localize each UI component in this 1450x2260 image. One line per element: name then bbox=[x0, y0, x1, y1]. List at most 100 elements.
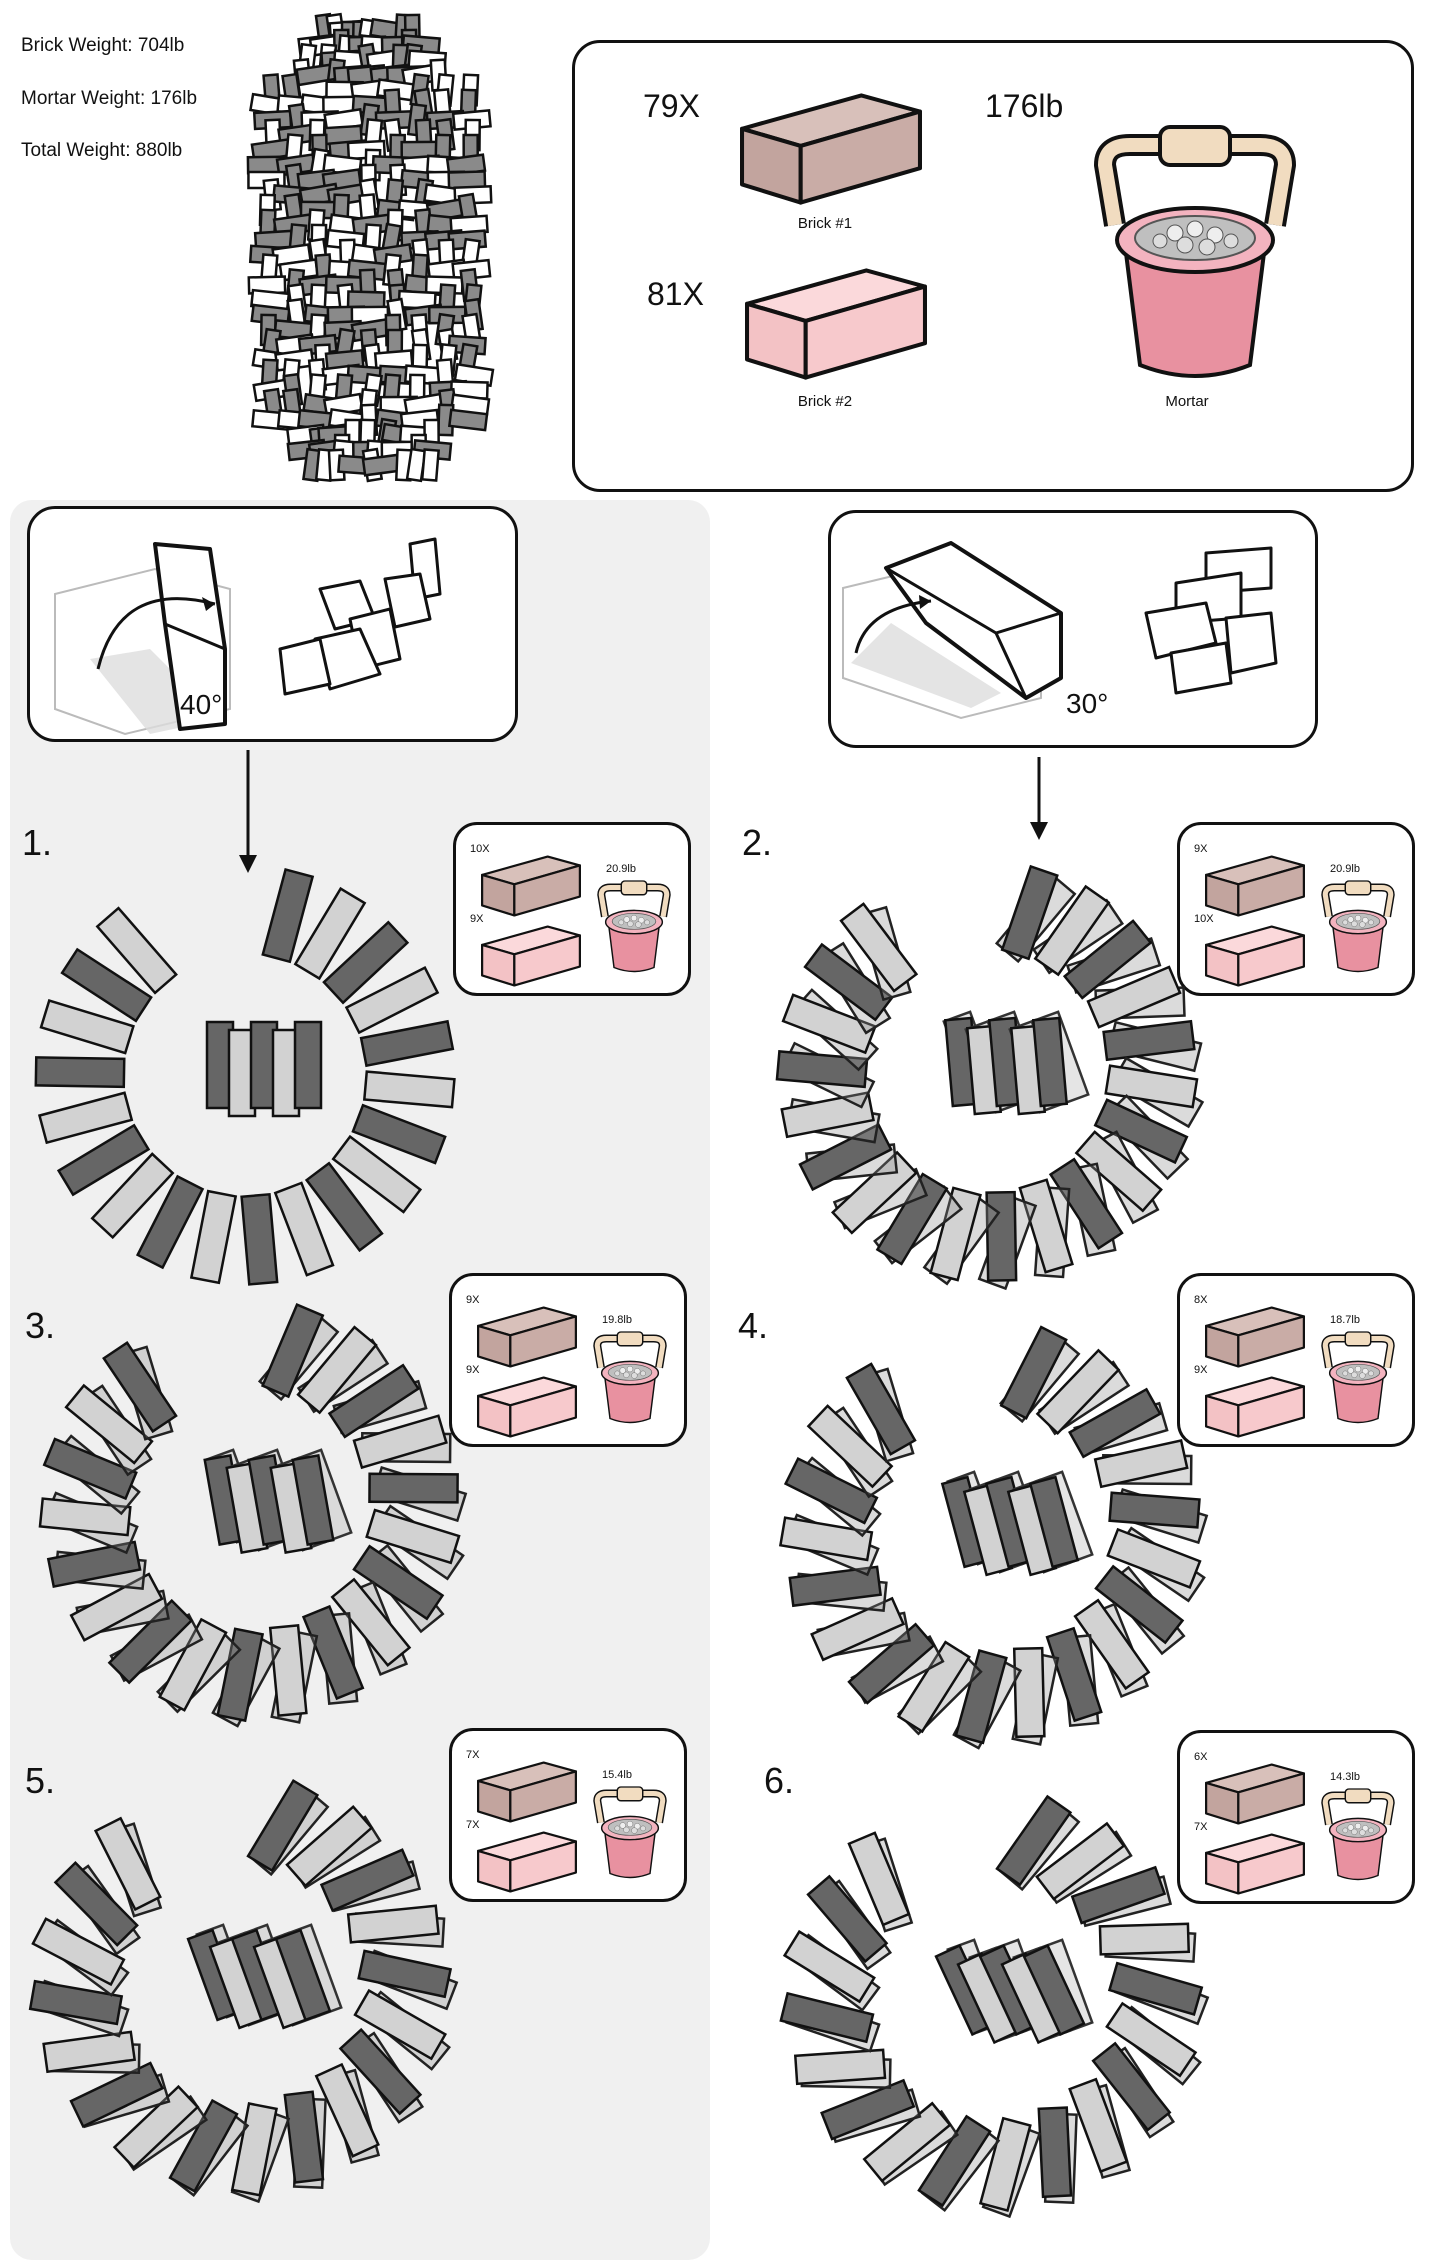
ring-brick bbox=[1035, 1348, 1121, 1436]
ring-brick bbox=[362, 1070, 456, 1109]
ring-brick bbox=[357, 1949, 453, 1999]
rotation-30-illustration bbox=[842, 541, 1278, 720]
inner-brick bbox=[293, 1020, 323, 1110]
down-arrow-icon bbox=[1030, 757, 1048, 840]
ring-brick bbox=[46, 1540, 142, 1589]
ring-brick bbox=[779, 1991, 875, 2044]
ring-brick bbox=[31, 1917, 126, 1987]
brick2-label: Brick #2 bbox=[797, 393, 853, 410]
ring-brick bbox=[230, 2102, 278, 2197]
step-6-label: 6. bbox=[764, 1760, 795, 1801]
ring-brick bbox=[351, 1103, 447, 1165]
ring-brick bbox=[189, 1189, 238, 1285]
ring-brick bbox=[319, 1848, 416, 1913]
total-weight-text: Total Weight: 880lb bbox=[21, 140, 183, 161]
ring-brick bbox=[1093, 1438, 1189, 1489]
ring-brick bbox=[782, 1929, 876, 2004]
brick2-count: 10X bbox=[1194, 913, 1214, 925]
ring-brick bbox=[107, 1598, 194, 1685]
rotation-angle-40: 40° bbox=[180, 689, 223, 720]
brick-weight-text: Brick Weight: 704lb bbox=[21, 35, 185, 56]
ring-brick bbox=[839, 902, 919, 993]
ring-brick bbox=[954, 1649, 1008, 1745]
ring-brick bbox=[90, 1152, 175, 1240]
ring-brick bbox=[847, 1622, 936, 1705]
ring-brick bbox=[304, 1161, 384, 1253]
ring-brick bbox=[359, 1019, 455, 1068]
ring-brick bbox=[1108, 1491, 1201, 1529]
ring-brick bbox=[995, 1794, 1073, 1887]
ring-brick bbox=[69, 1572, 164, 1642]
mortar-label: Mortar bbox=[1165, 393, 1209, 410]
rotation-40-illustration bbox=[54, 537, 442, 736]
ring-brick bbox=[781, 993, 877, 1055]
ring-brick bbox=[803, 942, 894, 1022]
ring-brick bbox=[344, 965, 440, 1035]
ring-brick bbox=[296, 1325, 378, 1415]
ring-brick bbox=[38, 1497, 132, 1537]
ring-brick bbox=[338, 2027, 423, 2116]
ring-brick bbox=[314, 2062, 380, 2158]
step-2-label: 2. bbox=[742, 822, 773, 863]
ring-brick bbox=[793, 2048, 887, 2086]
ring-brick bbox=[93, 1816, 162, 1912]
ring-brick bbox=[42, 1437, 138, 1501]
ring-brick bbox=[780, 1091, 875, 1139]
ring-brick bbox=[875, 1172, 949, 1266]
ring-brick bbox=[283, 2090, 325, 2184]
tower-brick bbox=[447, 408, 489, 432]
ring-brick bbox=[1033, 884, 1111, 977]
ring-brick bbox=[1093, 1098, 1189, 1165]
mortar-weight: 14.3lb bbox=[1330, 1771, 1360, 1783]
brick2-count: 9X bbox=[1194, 1364, 1208, 1376]
ring-brick bbox=[1104, 1064, 1199, 1109]
ring-brick bbox=[1035, 1821, 1126, 1901]
step-6-materials-box: 6X 7X 14.3lb bbox=[1177, 1730, 1415, 1904]
mortar-weight-text: Mortar Weight: 176lb bbox=[21, 88, 198, 109]
ring-brick bbox=[301, 1604, 365, 1701]
inner-brick bbox=[1022, 1943, 1086, 2037]
ring-brick bbox=[352, 1414, 448, 1470]
ring-brick bbox=[1091, 2041, 1172, 2132]
ring-brick bbox=[1102, 1019, 1196, 1062]
ring-brick bbox=[775, 1049, 869, 1089]
down-arrow-icon bbox=[239, 750, 257, 873]
brick2-count: 9X bbox=[466, 1364, 480, 1376]
ring-brick bbox=[60, 947, 153, 1023]
ring-brick bbox=[56, 1123, 151, 1197]
rotation-diagram-40: 40° bbox=[27, 506, 518, 742]
ring-brick bbox=[216, 1627, 265, 1723]
brick2-count: 7X bbox=[1194, 1821, 1208, 1833]
ring-brick bbox=[135, 1174, 205, 1270]
ring-brick bbox=[102, 1341, 178, 1434]
ring-brick bbox=[1068, 1387, 1162, 1459]
ring-brick bbox=[862, 2101, 952, 2183]
ring-brick bbox=[1086, 965, 1182, 1029]
brick2-count: 9X bbox=[470, 913, 484, 925]
ring-brick bbox=[260, 1303, 325, 1399]
ring-brick bbox=[39, 998, 135, 1055]
ring-brick bbox=[365, 1508, 461, 1565]
ring-brick bbox=[929, 1186, 982, 1282]
ring-brick bbox=[1048, 1157, 1124, 1251]
ring-brick bbox=[322, 920, 410, 1005]
brick1-count: 79X bbox=[643, 88, 700, 124]
ring-brick bbox=[330, 1577, 412, 1668]
ring-brick bbox=[285, 1804, 374, 1888]
ring-brick bbox=[1012, 1646, 1046, 1739]
ring-brick bbox=[1105, 2001, 1198, 2078]
ring-brick bbox=[783, 1456, 879, 1525]
inner-brick bbox=[274, 1928, 332, 2022]
ring-brick bbox=[820, 2078, 916, 2141]
mortar-weight: 15.4lb bbox=[602, 1769, 632, 1781]
ring-brick bbox=[34, 1056, 126, 1089]
ring-brick bbox=[1070, 1865, 1167, 1925]
rotation-angle-30: 30° bbox=[1066, 688, 1109, 719]
step-4-materials-box: 8X 9X 18.7lb bbox=[1177, 1273, 1415, 1447]
ring-brick bbox=[37, 1091, 134, 1145]
step-1-label: 1. bbox=[22, 822, 53, 863]
ring-brick bbox=[1106, 1527, 1202, 1589]
ring-brick bbox=[368, 1472, 459, 1504]
ring-brick bbox=[273, 1181, 335, 1277]
ring-brick bbox=[353, 1988, 448, 2061]
